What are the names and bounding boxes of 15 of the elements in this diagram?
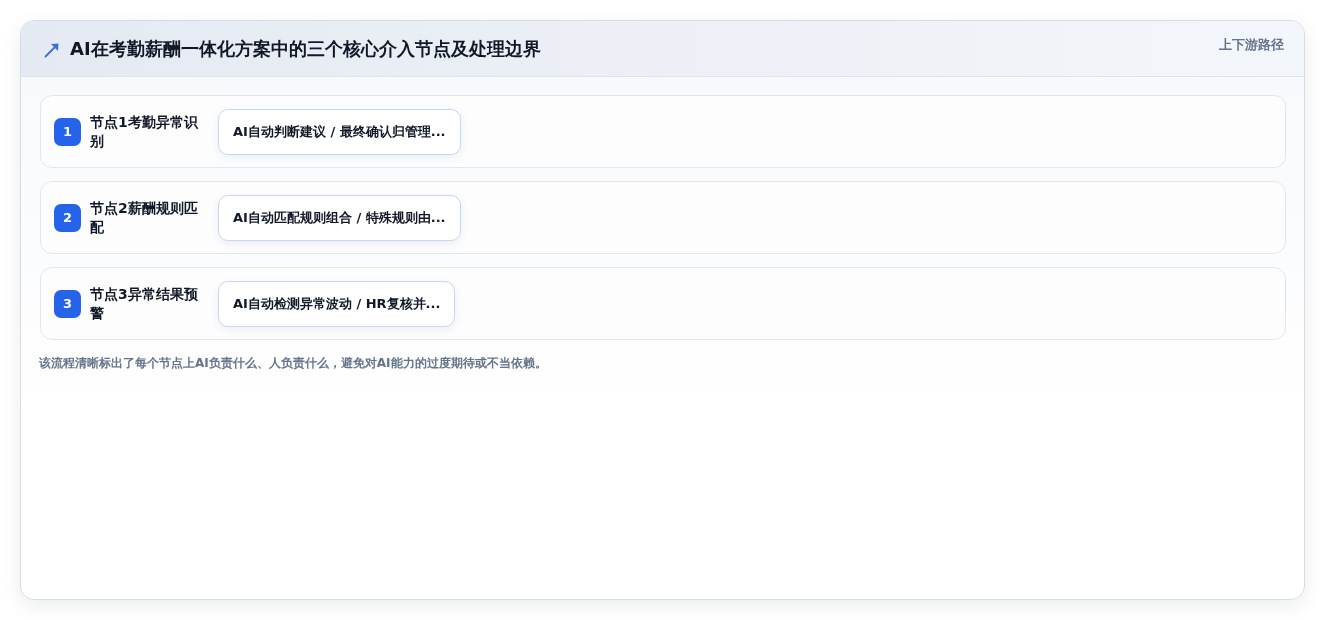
tag-pill: AI自动检测异常波动 / HR复核并... bbox=[218, 280, 456, 327]
number-badge: 3 bbox=[54, 289, 81, 318]
number-badge: 2 bbox=[54, 203, 81, 232]
number-badge: 1 bbox=[54, 117, 81, 146]
tag-pill: AI自动判断建议 / 最终确认归管理... bbox=[218, 108, 461, 155]
card-title: AI在考勤薪酬一体化方案中的三个核心介入节点及处理边界 bbox=[70, 37, 541, 61]
header-label: 上下游路径 bbox=[1219, 36, 1284, 54]
row-card bbox=[40, 181, 1286, 254]
tag-pill: AI自动匹配规则组合 / 特殊规则由... bbox=[218, 194, 461, 241]
node-title: 节点3异常结果预警 bbox=[90, 284, 199, 323]
caption-text: 该流程清晰标出了每个节点上AI负责什么、人负责什么，避免对AI能力的过度期待或不当依赖。 bbox=[39, 355, 547, 372]
node-title: 节点1考勤异常识别 bbox=[90, 112, 199, 151]
row-card bbox=[40, 95, 1286, 168]
row-card bbox=[40, 267, 1286, 340]
node-title: 节点2薪酬规则匹配 bbox=[90, 198, 199, 237]
